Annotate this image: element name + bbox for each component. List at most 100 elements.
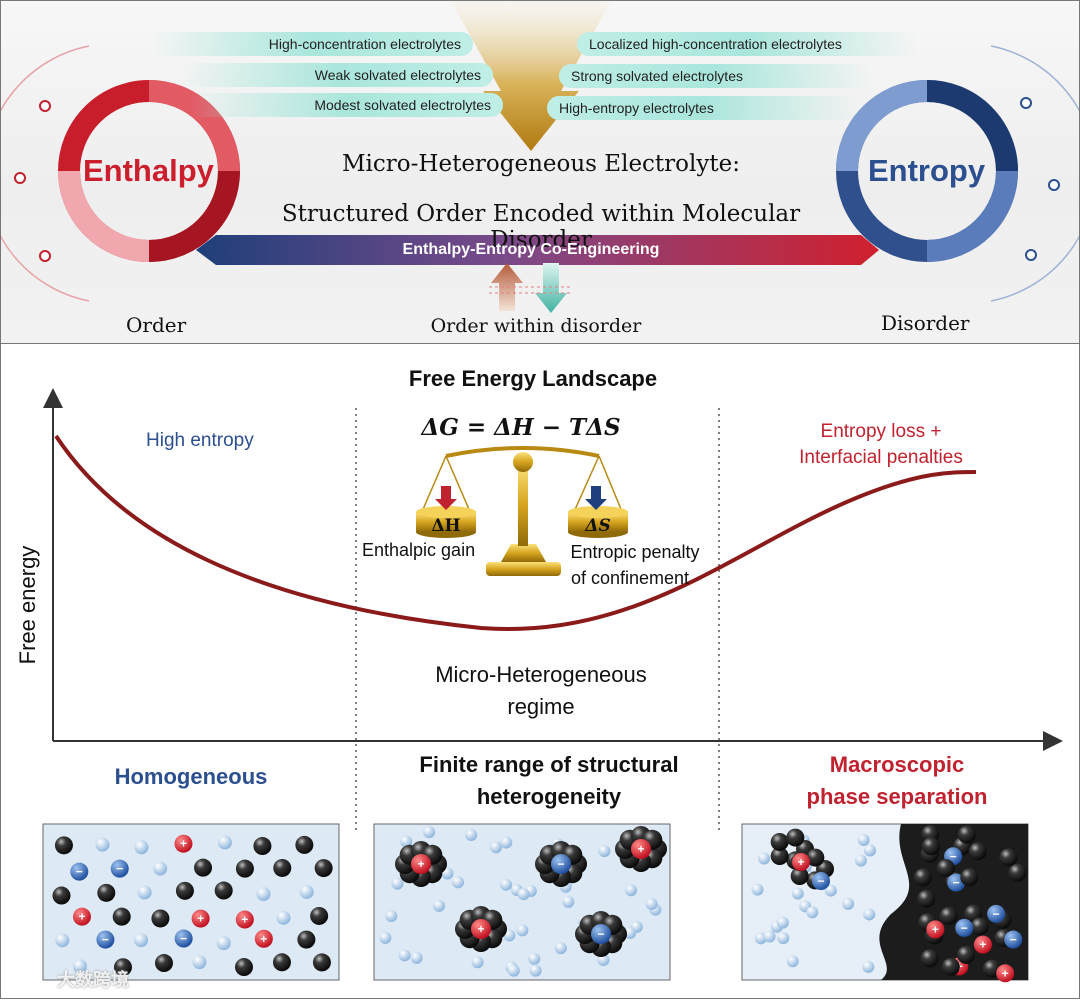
watermark: 大数跨境	[57, 966, 129, 992]
particle	[155, 954, 173, 972]
entropy-loss-label-line1: Entropy loss +	[771, 421, 991, 443]
particle	[508, 965, 520, 977]
finite-range-label-line2: heterogeneity	[364, 784, 734, 810]
minus-sign-icon: −	[961, 921, 968, 935]
orbit-dot	[1021, 98, 1031, 108]
particle	[379, 932, 391, 944]
plus-sign-icon: +	[180, 837, 187, 851]
particle	[862, 961, 874, 973]
plus-sign-icon: +	[78, 910, 85, 924]
particle	[138, 885, 152, 899]
gibbs-equation: ΔG = ΔH − TΔS	[381, 414, 661, 441]
particle	[792, 888, 804, 900]
particle	[151, 909, 169, 927]
entropic-penalty-label-line1: Entropic penalty	[550, 542, 720, 563]
particle	[914, 868, 932, 886]
particle	[921, 949, 939, 967]
disorder-label: Disorder	[881, 311, 970, 335]
particle	[433, 900, 445, 912]
minus-sign-icon: −	[953, 876, 960, 890]
minus-sign-icon: −	[76, 865, 83, 879]
top-panel: High-concentration electrolytes Weak sol…	[0, 0, 1080, 344]
particle	[256, 887, 270, 901]
particle	[192, 955, 206, 969]
plus-sign-icon: +	[932, 922, 939, 936]
particle	[55, 836, 73, 854]
delta-s-label: ΔS	[576, 516, 620, 536]
label-weak-solvated: Weak solvated electrolytes	[181, 63, 493, 87]
particle	[957, 946, 975, 964]
regime-label-line2: regime	[371, 694, 711, 720]
minus-sign-icon: −	[817, 874, 824, 888]
particle	[764, 931, 776, 943]
particle	[516, 924, 528, 936]
particle	[385, 910, 397, 922]
plus-sign-icon: +	[979, 938, 986, 952]
particle	[1008, 864, 1026, 882]
particle	[218, 835, 232, 849]
particle	[490, 841, 502, 853]
y-axis-label: Free energy	[15, 540, 41, 670]
particle	[969, 842, 987, 860]
particle	[97, 884, 115, 902]
diagram-title-line1: Micro-Heterogeneous Electrolyte:	[251, 151, 831, 177]
particle	[273, 859, 291, 877]
particle	[52, 887, 70, 905]
macroscopic-label-line2: phase separation	[761, 784, 1033, 810]
delta-h-label: ΔH	[424, 516, 468, 536]
particle	[315, 859, 333, 877]
particle	[598, 845, 610, 857]
enthalpic-gain-label: Enthalpic gain	[362, 540, 475, 561]
particle	[562, 896, 574, 908]
particle	[777, 917, 789, 929]
particle	[423, 826, 435, 838]
particle	[411, 952, 423, 964]
orbit-dot	[40, 251, 50, 261]
plus-sign-icon: +	[260, 932, 267, 946]
particle	[310, 907, 328, 925]
particle	[922, 837, 940, 855]
particle	[313, 953, 331, 971]
plus-sign-icon: +	[477, 922, 484, 936]
particle	[518, 888, 530, 900]
particle	[942, 958, 960, 976]
plus-sign-icon: +	[241, 913, 248, 927]
orbit-dot	[15, 173, 25, 183]
particle	[300, 885, 314, 899]
orbit-dot	[40, 101, 50, 111]
entropy-label: Entropy	[868, 153, 985, 189]
particle	[235, 958, 253, 976]
particle	[399, 949, 411, 961]
particle	[940, 907, 958, 925]
particle	[858, 834, 870, 846]
particle	[134, 933, 148, 947]
particle	[452, 876, 464, 888]
particle	[971, 918, 989, 936]
particle	[500, 879, 512, 891]
particle	[625, 884, 637, 896]
order-label: Order	[126, 313, 186, 337]
label-strong-solvated: Strong solvated electrolytes	[559, 64, 871, 88]
particle	[465, 829, 477, 841]
minus-sign-icon: −	[557, 857, 564, 871]
orbit-dot	[1026, 250, 1036, 260]
particle	[472, 956, 484, 968]
finite-range-label-line1: Finite range of structural	[364, 752, 734, 778]
particle	[999, 848, 1017, 866]
particle	[500, 837, 512, 849]
particle	[217, 936, 231, 950]
particle	[295, 836, 313, 854]
particle	[752, 884, 764, 896]
particle	[530, 965, 542, 977]
minus-sign-icon: −	[597, 927, 604, 941]
particle	[777, 932, 789, 944]
plus-sign-icon: +	[797, 855, 804, 869]
landscape-title: Free Energy Landscape	[341, 366, 725, 392]
bottom-panel: +−−+++−−++−+−++−+−+−−−+−+ Free Energy La…	[0, 344, 1080, 999]
particle	[297, 931, 315, 949]
label-high-entropy: High-entropy electrolytes	[547, 96, 859, 120]
regime-label-line1: Micro-Heterogeneous	[371, 662, 711, 688]
particle	[786, 829, 804, 847]
plus-sign-icon: +	[637, 842, 644, 856]
particle	[555, 942, 567, 954]
